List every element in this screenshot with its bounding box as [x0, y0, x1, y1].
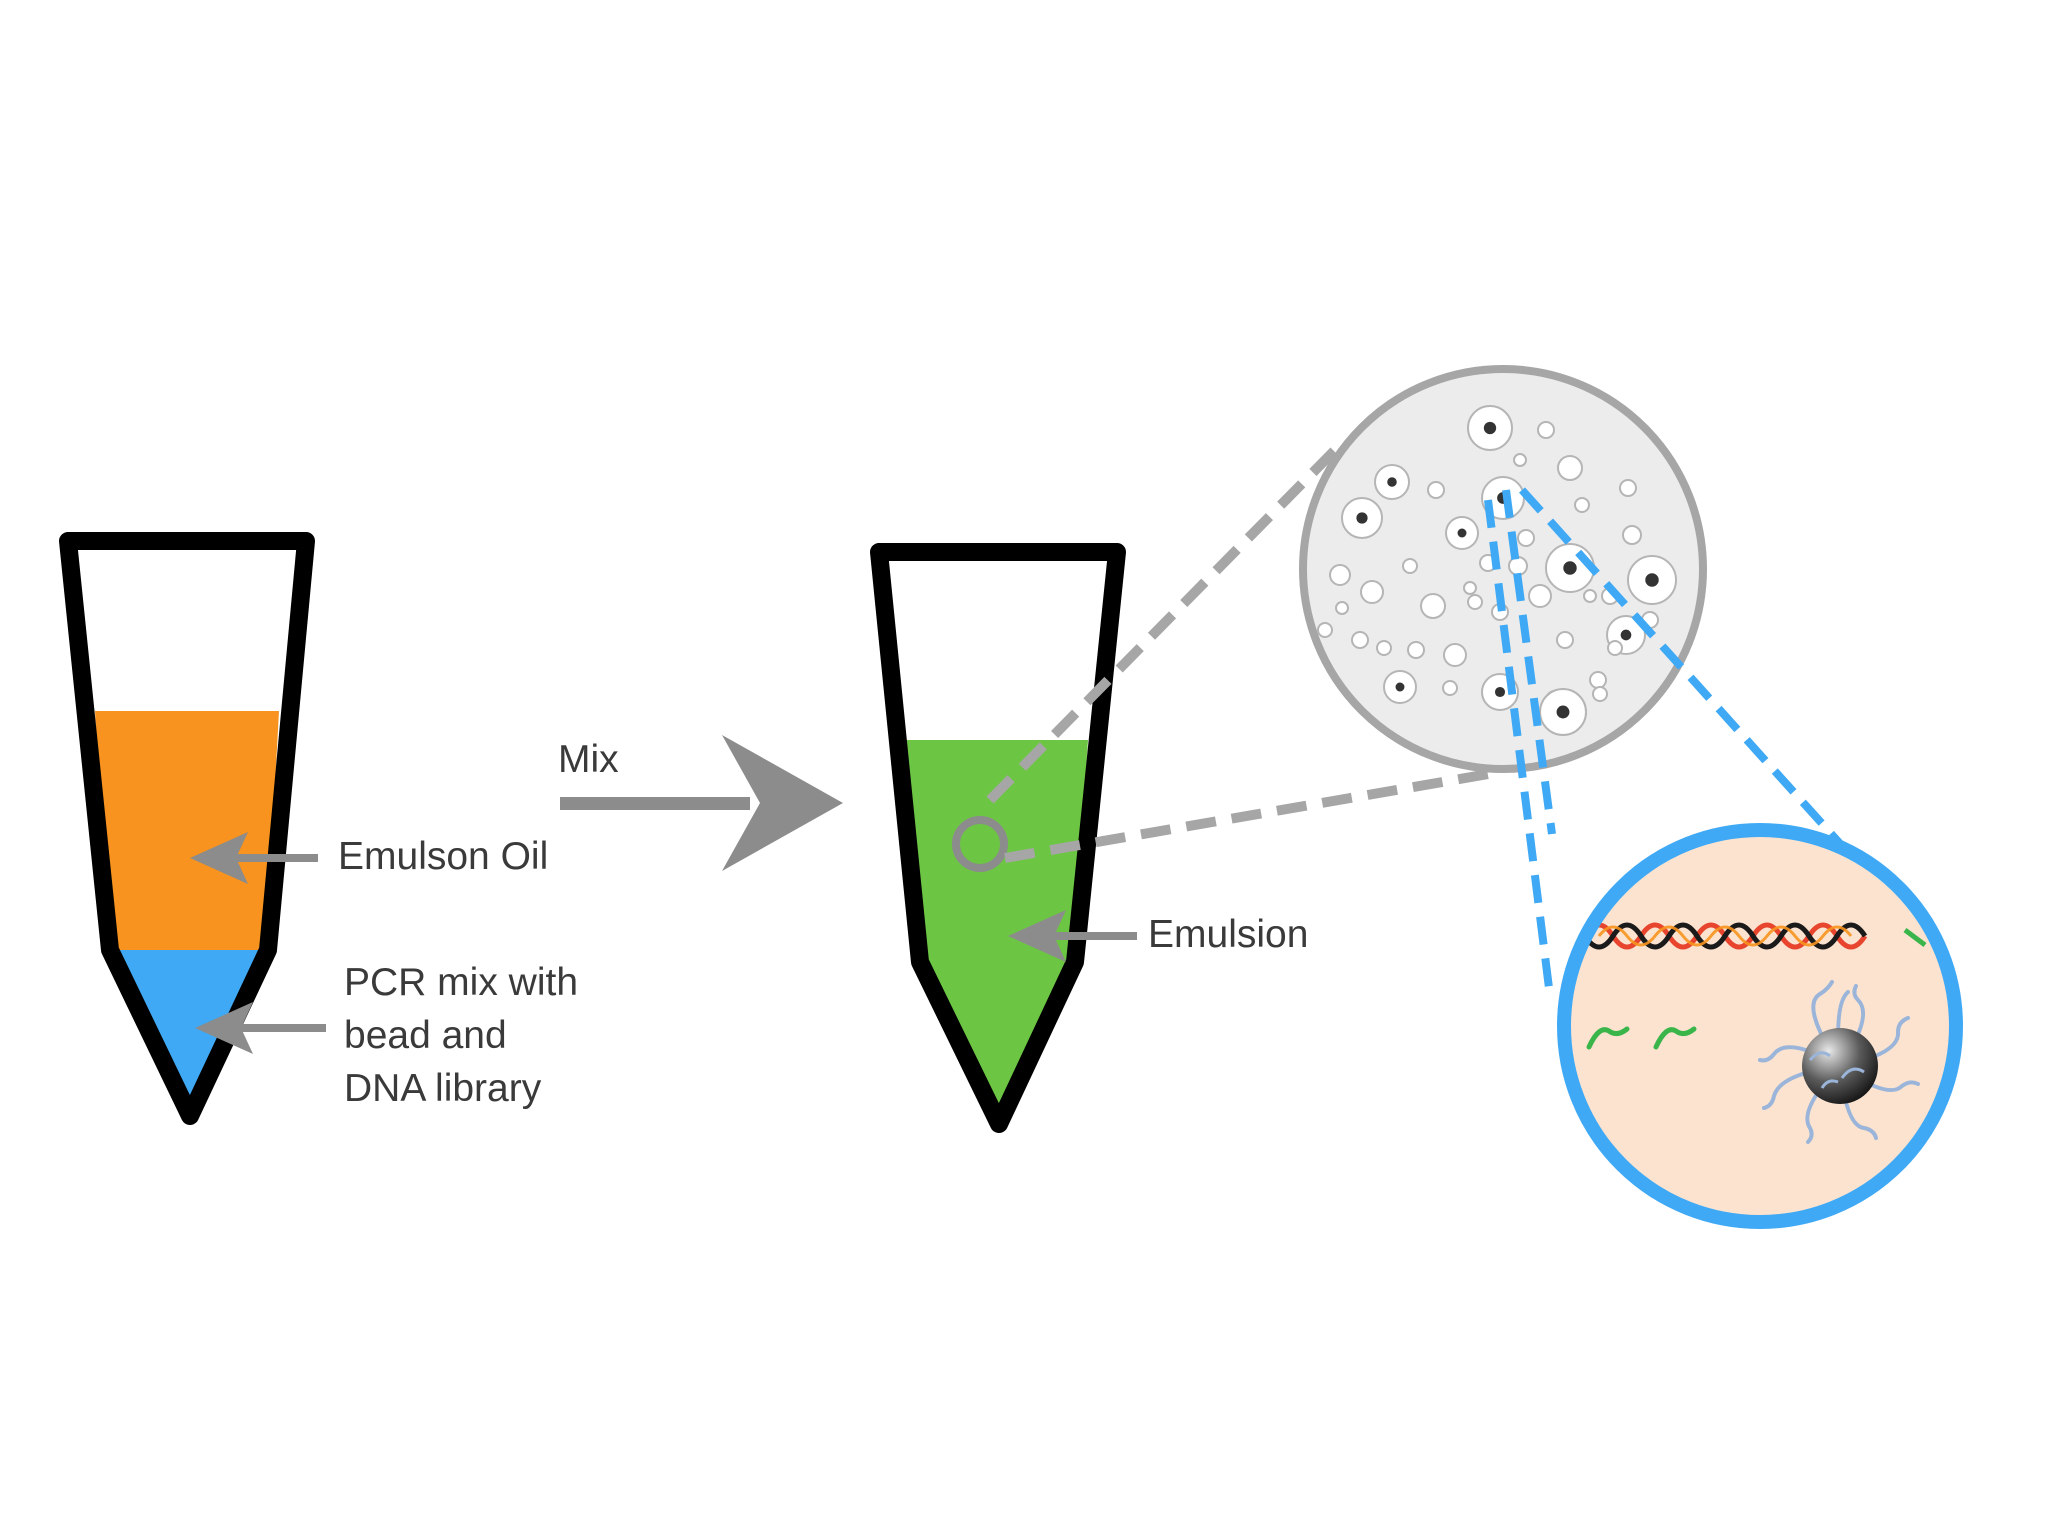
- label-emulsion: Emulsion: [1148, 913, 1308, 956]
- empty-droplet: [1317, 622, 1333, 638]
- pcr-mix-layer: [109, 950, 266, 1116]
- label-pcr-line3: DNA library: [344, 1067, 542, 1110]
- empty-droplet: [1528, 584, 1552, 608]
- empty-droplet: [1407, 641, 1425, 659]
- label-pcr-line1: PCR mix with: [344, 961, 578, 1004]
- bead-dot: [1457, 528, 1467, 538]
- bead-dot: [1494, 686, 1506, 698]
- empty-droplet: [1592, 686, 1608, 702]
- empty-droplet: [1351, 631, 1369, 649]
- bead-dot: [1483, 421, 1497, 435]
- empty-droplet: [1557, 455, 1583, 481]
- empty-droplet: [1420, 593, 1446, 619]
- bead-dot: [1645, 573, 1659, 587]
- oil-layer: [95, 711, 279, 950]
- emulsion-zoom-circle: [1299, 365, 1707, 773]
- capture-bead: [1802, 1028, 1878, 1104]
- empty-droplet: [1427, 481, 1445, 499]
- zoom-lines-gray: [986, 441, 1501, 863]
- tube-after-mixing: [870, 543, 1126, 1133]
- bead-dot: [1556, 705, 1570, 719]
- pointer-arrow-emulsion: [1008, 910, 1137, 962]
- pointer-arrow-pcr: [195, 1002, 326, 1054]
- bead-surface-strands: [1808, 1051, 1865, 1089]
- mix-arrow: [560, 735, 843, 871]
- zoom-origin-marker: [952, 816, 1008, 872]
- empty-droplet: [1619, 479, 1637, 497]
- empty-droplet: [1556, 631, 1574, 649]
- bead-dot: [1387, 477, 1397, 487]
- tube-outline-2: [870, 543, 1126, 1133]
- empty-droplet: [1517, 529, 1535, 547]
- label-pcr-line2: bead and: [344, 1014, 507, 1057]
- empty-droplet: [1442, 680, 1458, 696]
- empty-droplet: [1537, 421, 1555, 439]
- zoom-lines-blue: [1484, 487, 1847, 997]
- empty-droplet: [1574, 497, 1590, 513]
- empty-droplet: [1513, 453, 1527, 467]
- empty-droplet: [1607, 640, 1623, 656]
- bead-dot: [1356, 512, 1368, 524]
- empty-droplet: [1376, 640, 1392, 656]
- bead-dot: [1395, 682, 1405, 692]
- empty-droplet: [1463, 581, 1477, 595]
- empty-droplet: [1360, 580, 1384, 604]
- empty-droplet: [1583, 589, 1597, 603]
- primers: [1586, 1026, 1697, 1050]
- droplets: [1317, 405, 1677, 736]
- bead-dot: [1563, 561, 1577, 575]
- empty-droplet: [1335, 601, 1349, 615]
- empty-droplet: [1622, 525, 1642, 545]
- droplet-detail-circle: [1557, 823, 1963, 1229]
- pointer-arrow-oil: [190, 832, 318, 884]
- empty-droplet: [1402, 558, 1418, 574]
- empty-droplet: [1589, 671, 1607, 689]
- label-mix: Mix: [558, 738, 619, 781]
- dna-double-helix: [1582, 922, 1927, 950]
- label-emulsion-oil: Emulson Oil: [338, 835, 548, 878]
- empty-droplet: [1467, 594, 1483, 610]
- empty-droplet: [1443, 643, 1467, 667]
- empty-droplet: [1329, 564, 1351, 586]
- bead-dot: [1620, 629, 1632, 641]
